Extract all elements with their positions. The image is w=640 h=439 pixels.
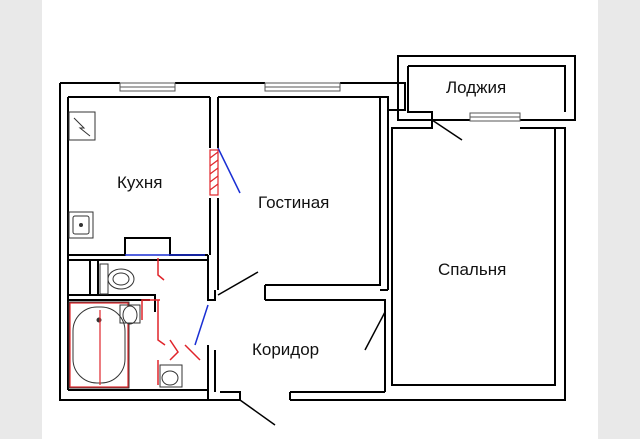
sink-icon [68, 211, 94, 239]
label-bedroom: Спальня [438, 260, 506, 279]
wall-south-east [290, 127, 566, 401]
plan-sheet [42, 0, 598, 439]
label-kitchen: Кухня [117, 173, 163, 192]
door-swings-black [217, 119, 463, 426]
wall-entry-left-jamb [220, 391, 241, 400]
label-corridor: Коридор [252, 340, 319, 359]
door-bedroom [364, 311, 386, 351]
door-kitchen-living [217, 147, 241, 194]
windows [119, 82, 521, 122]
bathtub-plumbing [69, 302, 129, 388]
toilet-icon [99, 263, 135, 295]
stove-icon [68, 111, 96, 141]
bathtub-icon [68, 301, 130, 389]
wall-south-inner-left [68, 389, 209, 400]
kitchen-counter [68, 237, 208, 256]
loggia-jamb [387, 97, 406, 111]
label-loggia: Лоджия [446, 78, 506, 97]
label-living-room: Гостиная [258, 193, 329, 212]
bath-sink-icon [119, 304, 141, 325]
vent-hatch [209, 149, 219, 196]
wall-north-3 [340, 82, 406, 98]
door-living [217, 271, 259, 296]
door-swings [125, 147, 241, 346]
washer-icon [159, 364, 183, 388]
door-bath [194, 304, 209, 346]
loggia-walls [387, 55, 576, 386]
outer-walls [59, 82, 566, 401]
left-margin [0, 0, 42, 439]
loggia-inner [408, 65, 566, 112]
door-loggia [431, 119, 463, 141]
plumbing-lines [141, 258, 201, 385]
right-margin [598, 0, 640, 439]
interior-walls [68, 96, 389, 392]
door-entrance [239, 399, 276, 426]
bedroom-inner [391, 66, 556, 386]
wall-west [59, 83, 240, 401]
